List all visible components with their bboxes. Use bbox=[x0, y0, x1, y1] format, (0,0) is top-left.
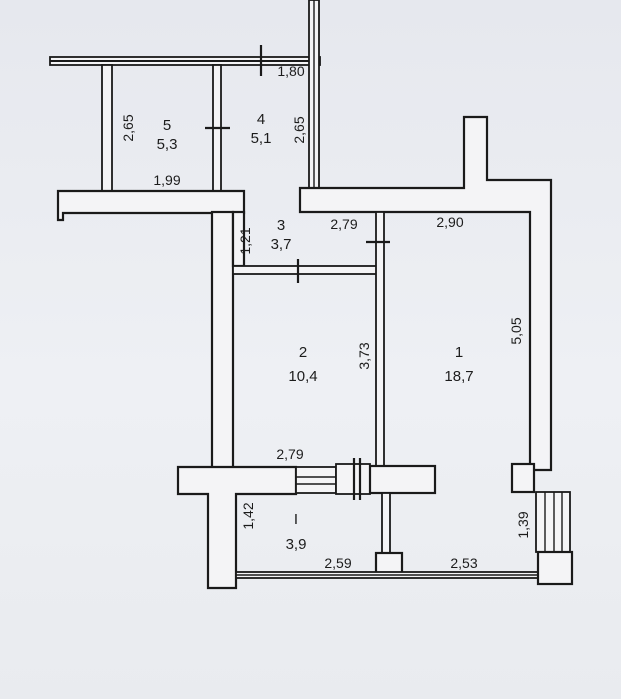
wall-left-vertical bbox=[210, 210, 235, 470]
dim-2-79-bottom: 2,79 bbox=[276, 446, 303, 462]
wall-right-lower bbox=[510, 462, 536, 494]
dim-1-42: 1,42 bbox=[240, 502, 256, 529]
dim-2-65-right: 2,65 bbox=[291, 116, 307, 143]
room-1-area: 18,7 bbox=[444, 368, 473, 385]
room-I-area: 3,9 bbox=[286, 536, 307, 553]
dim-2-53: 2,53 bbox=[450, 555, 477, 571]
wall-cross-left bbox=[176, 465, 298, 590]
room-4-area: 5,1 bbox=[251, 130, 272, 147]
wall-mid-right bbox=[368, 464, 437, 495]
riser-rail bbox=[308, 0, 320, 189]
dim-2-65-left: 2,65 bbox=[120, 114, 136, 141]
dim-2-59: 2,59 bbox=[324, 555, 351, 571]
partition-3-2 bbox=[232, 265, 380, 275]
dim-1-80: 1,80 bbox=[277, 63, 304, 79]
balcony-rail bbox=[49, 56, 321, 66]
room-3-area: 3,7 bbox=[271, 236, 292, 253]
dim-1-99: 1,99 bbox=[153, 172, 180, 188]
loggia-right-glazing bbox=[535, 491, 571, 553]
dim-1-39: 1,39 bbox=[515, 511, 531, 538]
dim-3-73: 3,73 bbox=[356, 342, 372, 369]
window-2-I bbox=[295, 466, 337, 494]
loggia-right-post bbox=[536, 550, 574, 586]
loggia-bottom-glazing bbox=[235, 571, 543, 579]
room-4-number: 4 bbox=[257, 111, 265, 128]
dim-1-21: 1,21 bbox=[237, 227, 253, 254]
room-I-number: I bbox=[294, 511, 298, 528]
dim-2-90: 2,90 bbox=[436, 214, 463, 230]
wall-upper-left bbox=[56, 189, 246, 222]
room-2-number: 2 bbox=[299, 344, 307, 361]
loggia-post bbox=[381, 492, 391, 556]
room-1-number: 1 bbox=[455, 344, 463, 361]
partition-2-1 bbox=[375, 211, 385, 467]
dim-5-05: 5,05 bbox=[508, 317, 524, 344]
dim-2-79-top: 2,79 bbox=[330, 216, 357, 232]
room-5-number: 5 bbox=[163, 117, 171, 134]
wall-upper-right bbox=[298, 115, 553, 472]
room-3-number: 3 bbox=[277, 217, 285, 234]
room-2-area: 10,4 bbox=[288, 368, 317, 385]
balcony-left-post bbox=[101, 64, 113, 192]
room-5-area: 5,3 bbox=[157, 136, 178, 153]
